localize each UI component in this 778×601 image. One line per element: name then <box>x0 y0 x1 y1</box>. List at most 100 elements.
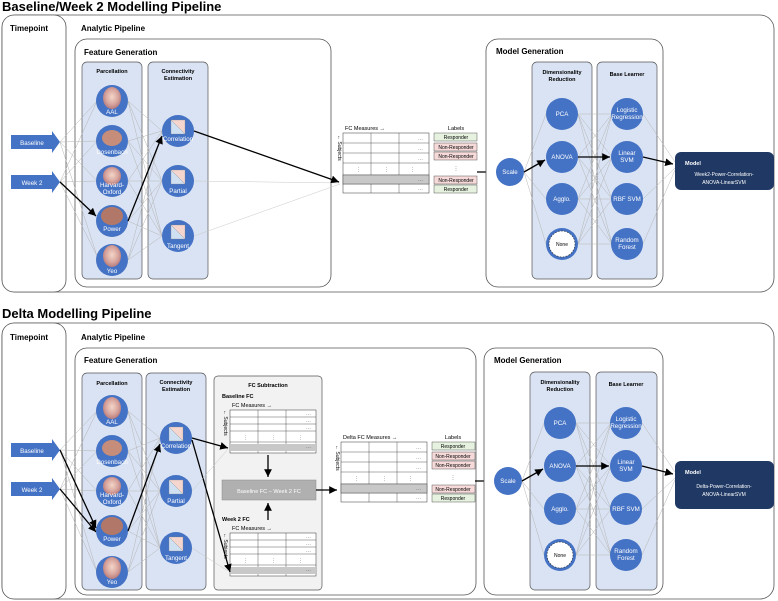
selected-connectivity-arrow <box>193 130 340 184</box>
learner2-rbf-svm: RBF SVM <box>612 506 640 513</box>
parcellation-harvard-oxford-2a: Harvard- <box>100 492 124 499</box>
parcellation-power: Power <box>96 205 128 237</box>
svg-text:⋮: ⋮ <box>271 435 276 441</box>
svg-text:⋯: ⋯ <box>416 446 421 452</box>
connectivity-partial-label: Partial <box>169 188 187 195</box>
tangent-to-table-line <box>193 183 341 237</box>
svg-text:⋯: ⋯ <box>306 568 311 574</box>
timepoint-baseline-2: Baseline <box>11 439 60 461</box>
dim2-pca-label: PCA <box>554 420 568 427</box>
parcellation-dosenbach-label-2: Dosenbach <box>96 459 128 466</box>
partial-to-baseline-line <box>191 448 229 492</box>
learner-linear-svm-2: SVM <box>620 157 633 164</box>
model-output-box-2: Model Delta-Power-Correlation- ANOVA-Lin… <box>675 461 774 509</box>
learner-random-forest-2: Forest <box>618 244 636 251</box>
learner-logistic-2: Regression <box>611 114 643 121</box>
learner-random-forest-1: Random <box>615 237 638 244</box>
learner2-random-forest-2: Forest <box>617 555 635 562</box>
parcellation-nodes-2: AAL Dosenbach Harvard- Oxford Power Yeo <box>96 395 128 588</box>
label-row-dots: ⋮ <box>454 166 459 172</box>
week2-fc-label: Week 2 FC <box>222 517 250 523</box>
labels-header-2: Labels <box>445 435 461 441</box>
parcellation-power-label: Power <box>103 226 121 233</box>
label2-row-dots: ⋮ <box>451 475 456 481</box>
model2-name-2: ANOVA-LinearSVM <box>702 492 746 498</box>
dim-agglo-label: Agglo. <box>553 196 571 203</box>
svg-text:⋯: ⋯ <box>306 535 311 541</box>
dim-methods: PCA ANOVA Agglo. None <box>546 98 578 260</box>
parcellation-yeo-label-2: Yeo <box>107 579 118 586</box>
baseline-week2-pipeline: Baseline/Week 2 Modelling Pipeline Timep… <box>1 0 775 293</box>
svg-text:⋯: ⋯ <box>418 178 423 184</box>
parcellation-label-2: Parcellation <box>96 381 128 387</box>
model-title: Model <box>685 161 701 167</box>
learner2-random-forest-1: Random <box>614 548 637 555</box>
delta-subjects-label: ← Subjects <box>334 445 340 471</box>
base-learner-label-2: Base Learner <box>609 382 645 388</box>
parcellation-aal-label-2: AAL <box>106 419 118 426</box>
svg-text:⋯: ⋯ <box>416 456 421 462</box>
timepoint-baseline-label-2: Baseline <box>20 448 44 455</box>
svg-text:⋮: ⋮ <box>356 167 361 173</box>
svg-text:⋮: ⋮ <box>384 167 389 173</box>
svg-text:⋯: ⋯ <box>306 419 311 425</box>
learner2-linear-svm-1: Linear <box>617 459 634 466</box>
timepoint-fan-lines <box>59 100 98 257</box>
dim2-none-label: None <box>554 553 566 559</box>
delta-fc-table: Delta FC Measures → ← Subjects ⋯⋯⋯ ⋯⋯ ⋮⋮… <box>334 435 428 503</box>
connectivity-label-line2: Estimation <box>164 76 193 82</box>
week2-fc-table: ⋯⋯⋯⋯ ⋮⋮⋮ <box>229 532 317 577</box>
correlation-to-baseline-arrow <box>191 437 229 450</box>
label2-row-5: Responder <box>441 496 466 502</box>
parcellation-dosenbach-label: Dosenbach <box>96 149 128 156</box>
week2-to-power-arrow <box>59 488 97 533</box>
timepoint-baseline-label: Baseline <box>20 140 44 147</box>
parcellation-aal-label: AAL <box>106 109 118 116</box>
subjects-label: ← Subjects <box>336 135 342 161</box>
svg-text:⋮: ⋮ <box>243 435 248 441</box>
dim-reduction-label-2a: Dimensionality <box>540 380 580 386</box>
parcellation-aal: AAL <box>96 85 128 117</box>
selected-parcellation-arrow <box>127 135 163 222</box>
svg-text:⋮: ⋮ <box>382 476 387 482</box>
parcellation-yeo-label: Yeo <box>107 268 118 275</box>
svg-text:⋯: ⋯ <box>416 466 421 472</box>
baseline-fc-table: ⋯⋯⋯⋯ ⋮⋮⋮ <box>229 409 317 454</box>
svg-text:⋯: ⋯ <box>416 487 421 493</box>
model-name-1: Week2-Power-Correlation- <box>694 172 753 178</box>
baseline-fc-measures-label: FC Measures → <box>232 403 272 409</box>
dim-methods-2: PCA ANOVA Agglo. None <box>544 407 576 571</box>
connectivity-label-2b: Estimation <box>162 387 191 393</box>
selected-row <box>342 174 430 185</box>
dim-reduction-label-2b: Reduction <box>547 387 575 393</box>
learner2-linear-svm-2: SVM <box>619 466 632 473</box>
label-row-1: Responder <box>444 135 469 141</box>
label-row-5: Responder <box>444 187 469 193</box>
model2-name-1: Delta-Power-Correlation- <box>696 484 752 490</box>
svg-text:⋮: ⋮ <box>243 558 248 564</box>
learner2-logistic-1: Logistic <box>616 416 637 423</box>
learner-rbf-svm: RBF SVM <box>613 196 641 203</box>
partial-to-table-line <box>193 180 341 184</box>
connectivity-correlation-label: Correlation <box>163 136 194 143</box>
labels-column: Labels Responder Non-Responder Non-Respo… <box>433 126 478 194</box>
power-to-correlation-arrow-2 <box>127 443 161 532</box>
label-row-3: Non-Responder <box>438 154 474 160</box>
parcellation-label: Parcellation <box>96 69 128 75</box>
model-fan-lines-2 <box>521 422 676 556</box>
timepoint-panel-2 <box>1 322 67 600</box>
svg-text:⋯: ⋯ <box>418 157 423 163</box>
parcellation-harvard-oxford-label-2: Oxford <box>103 189 122 196</box>
dim-anova-label: ANOVA <box>551 154 573 161</box>
learner-linear-svm-1: Linear <box>618 150 635 157</box>
model-generation-label: Model Generation <box>496 47 564 56</box>
labels-column-2: Labels Responder Non-Responder Non-Respo… <box>431 435 476 503</box>
subtraction-box: Baseline FC − Week 2 FC <box>221 479 317 501</box>
labels-header: Labels <box>448 126 464 132</box>
svg-text:⋮: ⋮ <box>298 435 303 441</box>
svg-text:⋮: ⋮ <box>410 167 415 173</box>
model-generation-label-2: Model Generation <box>494 356 562 365</box>
svg-text:⋯: ⋯ <box>306 426 311 432</box>
model-output-box: Model Week2-Power-Correlation- ANOVA-Lin… <box>675 152 774 190</box>
timepoint-baseline: Baseline <box>11 131 60 153</box>
